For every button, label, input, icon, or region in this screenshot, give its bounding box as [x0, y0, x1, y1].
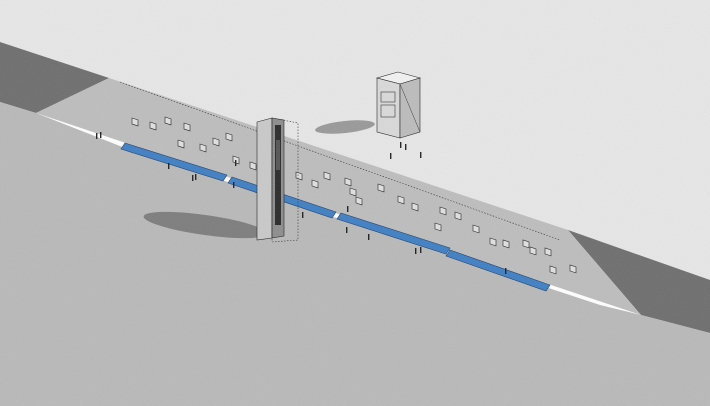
architectural-axonometric-illustration [0, 0, 710, 406]
paper-grain-texture [0, 0, 710, 406]
illustration-canvas [0, 0, 710, 406]
